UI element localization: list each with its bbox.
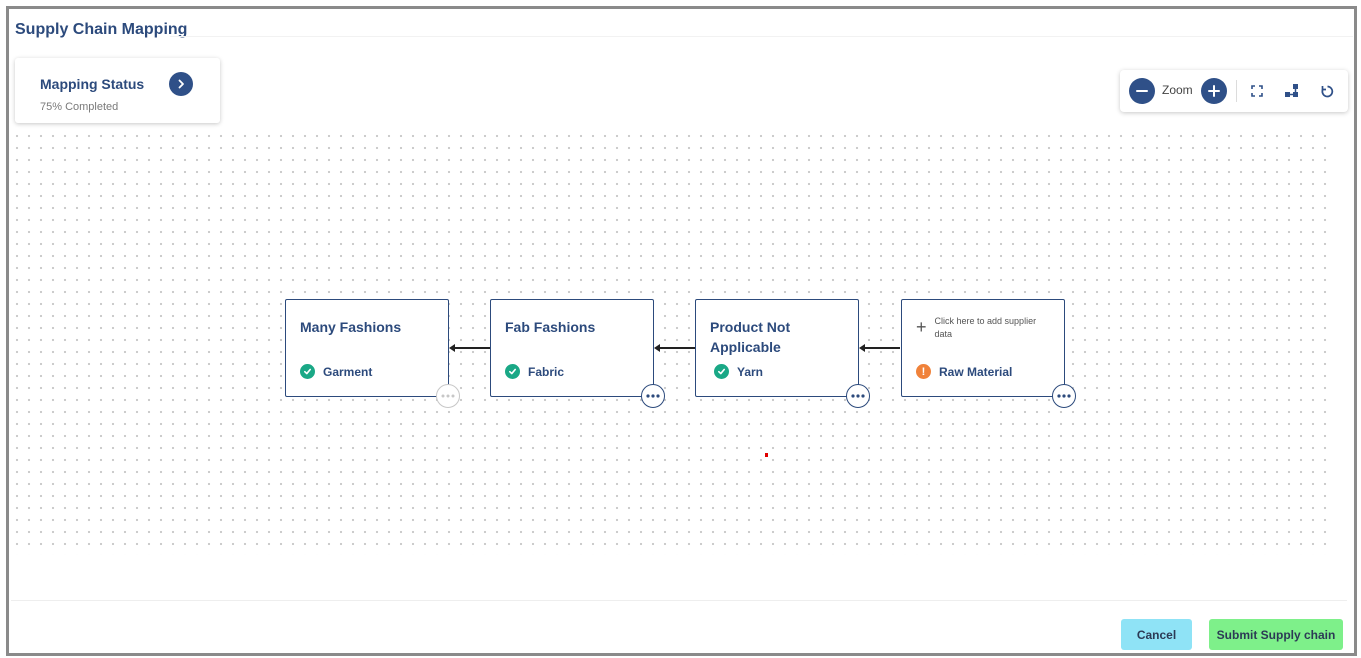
more-options-icon	[851, 394, 865, 398]
zoom-out-icon	[1136, 90, 1148, 92]
add-supplier-link[interactable]: + Click here to add supplier data	[916, 315, 1047, 341]
node-status-label: Garment	[323, 364, 373, 379]
node-options-button[interactable]	[641, 384, 665, 408]
node-options-button[interactable]	[436, 384, 460, 408]
title-divider	[170, 36, 1353, 37]
supplier-node[interactable]: Product Not Applicable Yarn	[695, 299, 870, 408]
zoom-out-button[interactable]	[1129, 78, 1155, 104]
supplier-name: Many Fashions	[300, 319, 402, 335]
canvas-toolbar: Zoom	[1120, 70, 1348, 112]
node-status-label: Raw Material	[939, 364, 1013, 379]
supplier-node[interactable]: + Click here to add supplier data ! Raw …	[901, 299, 1076, 408]
fit-view-button[interactable]	[1248, 82, 1266, 100]
more-options-icon	[441, 394, 455, 398]
node-status: Fabric	[505, 364, 564, 379]
auto-layout-icon	[1285, 84, 1298, 97]
reset-button[interactable]	[1318, 82, 1336, 100]
cancel-button[interactable]: Cancel	[1121, 619, 1192, 650]
node-status: Garment	[300, 364, 372, 379]
mapping-status-title: Mapping Status	[40, 76, 145, 92]
check-circle-icon	[714, 364, 729, 379]
chevron-right-icon	[178, 79, 184, 89]
node-status: Yarn	[714, 364, 763, 379]
supplier-name: Product Not Applicable	[710, 319, 791, 355]
page-title: Supply Chain Mapping	[15, 21, 188, 38]
toolbar-separator	[1236, 80, 1237, 102]
zoom-label: Zoom	[1162, 83, 1193, 97]
auto-layout-button[interactable]	[1283, 82, 1301, 100]
fit-view-icon	[1251, 85, 1263, 97]
node-options-button[interactable]	[1052, 384, 1076, 408]
supplier-name: Fab Fashions	[505, 319, 596, 335]
connector-edge	[859, 344, 900, 352]
supplier-node[interactable]: Many Fashions Garment	[285, 299, 460, 408]
cursor-marker	[765, 453, 768, 457]
node-status: ! Raw Material	[916, 364, 1012, 379]
expand-status-button[interactable]	[169, 72, 193, 96]
mapping-status-card[interactable]: Mapping Status 75% Completed	[15, 58, 220, 123]
zoom-in-icon	[1208, 85, 1220, 97]
node-options-button[interactable]	[846, 384, 870, 408]
more-options-icon	[1057, 394, 1071, 398]
supplier-node[interactable]: Fab Fashions Fabric	[490, 299, 665, 408]
connector-edge	[654, 344, 695, 352]
warning-circle-icon: !	[916, 364, 931, 379]
check-circle-icon	[505, 364, 520, 379]
mapping-canvas[interactable]	[11, 130, 1333, 555]
more-options-icon	[646, 394, 660, 398]
add-supplier-text: Click here to add supplier data	[934, 316, 1037, 339]
submit-supply-chain-button[interactable]: Submit Supply chain	[1209, 619, 1343, 650]
check-circle-icon	[300, 364, 315, 379]
mapping-status-progress: 75% Completed	[40, 101, 119, 113]
plus-icon: +	[916, 317, 927, 337]
node-status-label: Fabric	[528, 364, 565, 379]
reset-icon	[1321, 85, 1333, 97]
zoom-in-button[interactable]	[1201, 78, 1227, 104]
connector-edge	[449, 344, 490, 352]
footer-divider	[11, 600, 1347, 601]
node-status-label: Yarn	[737, 364, 764, 379]
